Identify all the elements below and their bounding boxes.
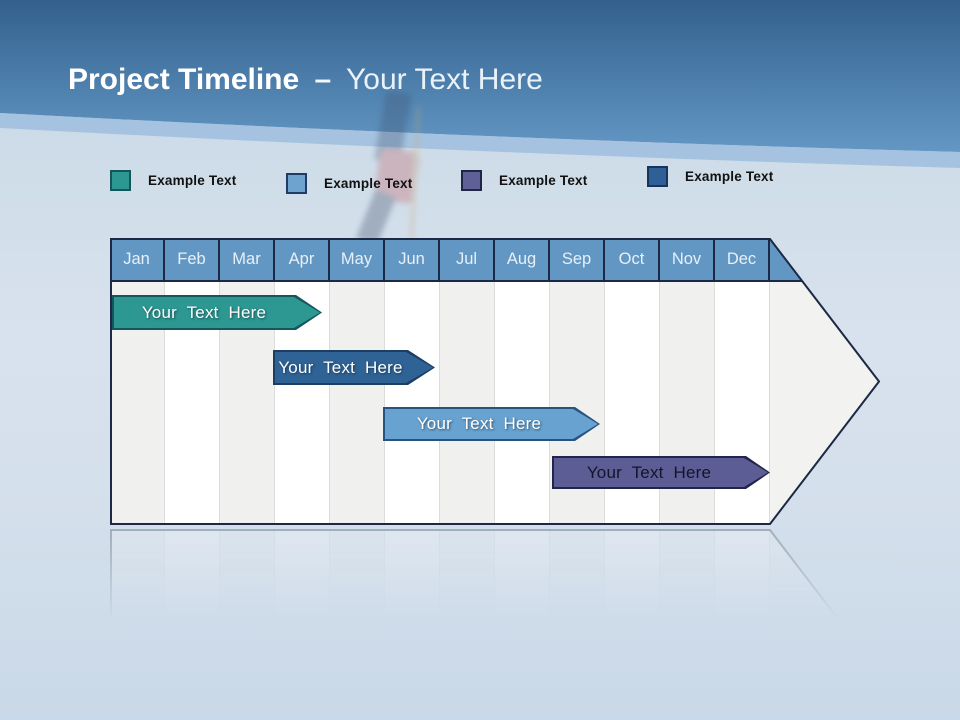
slide-title: Project Timeline – Your Text Here — [68, 60, 543, 100]
slide-title-bold: Project Timeline — [68, 63, 300, 96]
month-cell: May — [330, 238, 385, 280]
reflection-arrow-body — [110, 529, 880, 629]
background-photo-climber — [356, 92, 421, 242]
background-sky-curve — [0, 0, 960, 168]
legend-swatch-light-blue — [286, 173, 307, 194]
gantt-bar-label: Your Text Here — [278, 357, 403, 377]
legend-item: Example Text — [286, 173, 412, 194]
month-cell: Jun — [385, 238, 440, 280]
legend-item: Example Text — [647, 166, 773, 187]
month-cell: Aug — [495, 238, 550, 280]
legend-label: Example Text — [499, 173, 588, 188]
timeline-reflection — [110, 529, 880, 629]
column-stripe — [495, 282, 550, 525]
sky-light-band — [0, 113, 960, 168]
legend-item: Example Text — [110, 170, 236, 191]
month-cell: Jan — [110, 238, 165, 280]
timeline-arrow: Jan Feb Mar Apr May Jun Jul Aug Sep Oct … — [110, 238, 880, 525]
gantt-bar-3: Your Text Here — [383, 407, 600, 441]
column-stripe — [330, 282, 385, 525]
month-cell: Jul — [440, 238, 495, 280]
legend-label: Example Text — [148, 173, 237, 188]
slide-title-separator: – — [314, 63, 332, 96]
gantt-bar-label: Your Text Here — [586, 462, 712, 482]
gantt-bar-label: Your Text Here — [141, 302, 267, 322]
legend-swatch-teal — [110, 170, 131, 191]
month-cell: Apr — [275, 238, 330, 280]
month-cell: Oct — [605, 238, 660, 280]
legend-label: Example Text — [685, 169, 774, 184]
month-cell: Mar — [220, 238, 275, 280]
column-stripe — [440, 282, 495, 525]
gantt-bar-4: Your Text Here — [552, 456, 770, 489]
legend-swatch-purple — [461, 170, 482, 191]
month-cell: Sep — [550, 238, 605, 280]
legend-item: Example Text — [461, 170, 587, 191]
legend-label: Example Text — [324, 176, 413, 191]
gantt-bar-2: Your Text Here — [273, 350, 435, 385]
month-cell: Dec — [715, 238, 770, 280]
month-cell: Nov — [660, 238, 715, 280]
slide-title-regular: Your Text Here — [346, 63, 543, 96]
month-header-row: Jan Feb Mar Apr May Jun Jul Aug Sep Oct … — [110, 238, 880, 282]
column-stripe — [385, 282, 440, 525]
gantt-bar-1: Your Text Here — [112, 295, 322, 330]
legend-swatch-dark-blue — [647, 166, 668, 187]
sky-dark-region — [0, 0, 960, 152]
month-cell: Feb — [165, 238, 220, 280]
gantt-bar-label: Your Text Here — [416, 414, 542, 433]
